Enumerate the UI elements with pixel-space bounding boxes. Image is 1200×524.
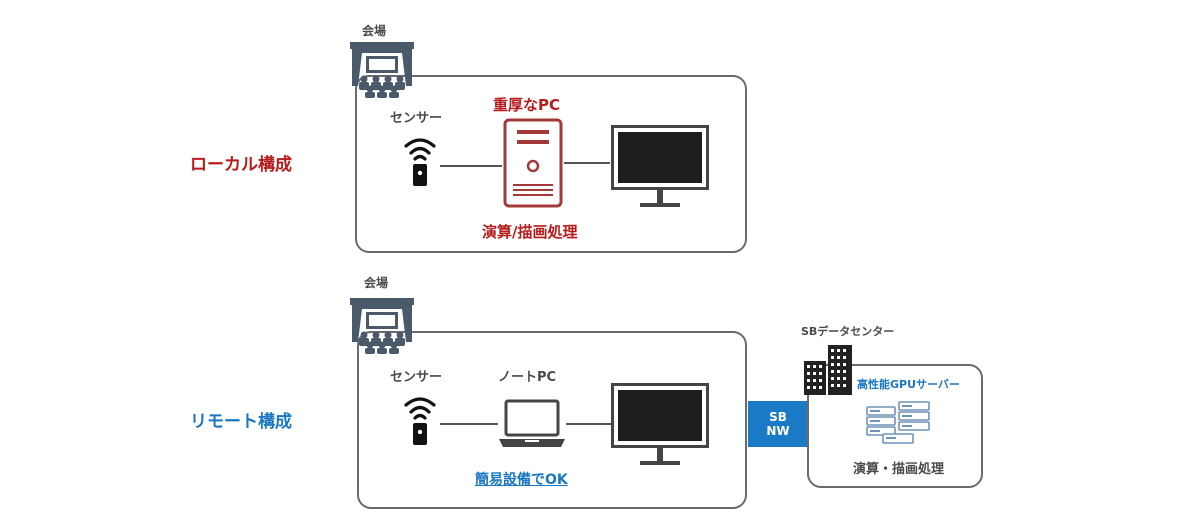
- sb-network-line1: SB: [769, 410, 787, 424]
- remote-sensor-label: センサー: [390, 370, 443, 385]
- local-connector-sensor-pc: [440, 165, 502, 167]
- server-rack-icon: [866, 401, 930, 444]
- monitor-icon: [611, 125, 709, 207]
- remote-simple-equipment-link[interactable]: 簡易設備でOK: [475, 472, 568, 488]
- datacenter-label: SBデータセンター: [801, 325, 895, 338]
- local-sensor-label: センサー: [390, 111, 443, 126]
- local-connector-pc-monitor: [564, 162, 610, 164]
- venue-icon: [350, 42, 414, 98]
- remote-venue-label: 会場: [364, 276, 389, 290]
- laptop-icon: [499, 399, 565, 447]
- local-processing-label: 演算/描画処理: [482, 223, 578, 241]
- remote-connector-sensor-laptop: [440, 423, 498, 425]
- pc-tower-icon: [503, 118, 563, 208]
- sb-network-line2: NW: [766, 424, 790, 438]
- sensor-icon: [404, 138, 436, 186]
- server-processing-label: 演算・描画処理: [853, 462, 945, 477]
- local-config-label: ローカル構成: [190, 155, 292, 175]
- gpu-server-label: 高性能GPUサーバー: [857, 378, 960, 391]
- remote-connector-laptop-monitor: [566, 423, 612, 425]
- venue-icon: [350, 298, 414, 354]
- sb-network-block: SB NW: [748, 401, 808, 447]
- local-venue-label: 会場: [362, 24, 387, 38]
- building-icon: [804, 345, 852, 395]
- remote-laptop-label: ノートPC: [498, 370, 557, 385]
- sensor-icon: [404, 397, 436, 445]
- remote-config-label: リモート構成: [190, 412, 292, 432]
- monitor-icon: [611, 383, 709, 465]
- local-pc-label: 重厚なPC: [493, 96, 561, 114]
